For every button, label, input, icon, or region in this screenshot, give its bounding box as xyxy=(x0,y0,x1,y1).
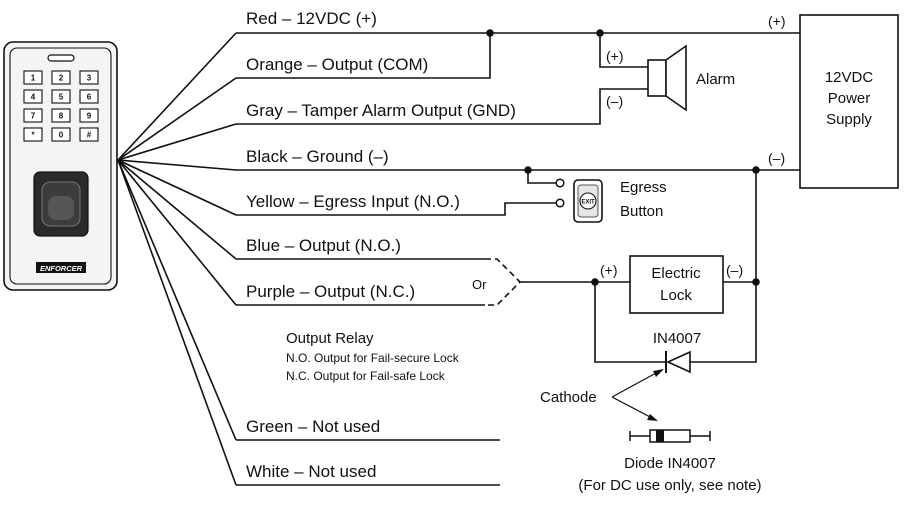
or-label: Or xyxy=(472,277,487,292)
svg-text:0: 0 xyxy=(59,131,64,140)
key-9: 9 xyxy=(79,108,99,123)
svg-text:7: 7 xyxy=(31,112,36,121)
brand-logo: ENFORCER xyxy=(40,264,83,273)
keypad-keys: 1 2 3 4 5 6 7 8 9 * 0 # xyxy=(23,70,99,142)
egress-contacts xyxy=(555,178,565,208)
cathode-label: Cathode xyxy=(540,389,597,406)
key-2: 2 xyxy=(51,70,71,85)
wire-label-red: Red – 12VDC (+) xyxy=(246,9,377,28)
wire-label-blue: Blue – Output (N.O.) xyxy=(246,236,401,255)
lock-minus-return xyxy=(690,170,757,363)
yellow-wire xyxy=(236,202,556,216)
key-6: 6 xyxy=(79,89,99,104)
cathode-arrows xyxy=(611,369,664,421)
key-3: 3 xyxy=(79,70,99,85)
key-8: 8 xyxy=(51,108,71,123)
fingerprint-reader-icon xyxy=(33,171,89,237)
key-1: 1 xyxy=(23,70,43,85)
wire-lines xyxy=(236,32,800,486)
power-supply-plus: (+) xyxy=(768,13,786,29)
svg-text:5: 5 xyxy=(59,93,64,102)
power-supply-minus: (–) xyxy=(768,150,785,166)
diode-note: (For DC use only, see note) xyxy=(578,477,761,494)
alarm-minus: (–) xyxy=(606,93,623,109)
svg-text:9: 9 xyxy=(87,112,92,121)
wire-label-purple: Purple – Output (N.C.) xyxy=(246,282,415,301)
brand-plate xyxy=(36,262,86,273)
wire-labels: Red – 12VDC (+) Orange – Output (COM) Gr… xyxy=(246,9,516,481)
diode-component-icon xyxy=(629,429,711,443)
key-star: * xyxy=(23,127,43,142)
keypad-device: 1 2 3 4 5 6 7 8 9 * 0 # ENFORCER xyxy=(3,41,118,291)
lock-minus: (–) xyxy=(726,262,743,278)
svg-text:8: 8 xyxy=(59,112,64,121)
wire-label-white: White – Not used xyxy=(246,462,376,481)
wire-label-black: Black – Ground (–) xyxy=(246,147,389,166)
svg-text:#: # xyxy=(87,131,92,140)
wire-fanout xyxy=(117,32,237,486)
svg-text:2: 2 xyxy=(59,74,64,83)
diode-label: IN4007 xyxy=(653,330,701,347)
exit-button-icon: EXIT xyxy=(573,179,603,223)
key-5: 5 xyxy=(51,89,71,104)
relay-line2: N.C. Output for Fail-safe Lock xyxy=(286,369,446,383)
gray-wire xyxy=(236,88,648,125)
egress-label-line2: Button xyxy=(620,203,663,220)
diode-left-wire xyxy=(594,282,665,363)
wire-label-yellow: Yellow – Egress Input (N.O.) xyxy=(246,192,460,211)
lock-plus: (+) xyxy=(600,262,618,278)
key-7: 7 xyxy=(23,108,43,123)
orange-wire xyxy=(236,33,491,79)
svg-text:4: 4 xyxy=(31,93,36,102)
diode-part-label: Diode IN4007 xyxy=(624,455,716,472)
output-relay-note: Output Relay N.O. Output for Fail-secure… xyxy=(286,330,460,383)
wire-label-orange: Orange – Output (COM) xyxy=(246,55,428,74)
wire-label-gray: Gray – Tamper Alarm Output (GND) xyxy=(246,101,516,120)
or-selector xyxy=(485,258,522,306)
key-4: 4 xyxy=(23,89,43,104)
alarm-plus: (+) xyxy=(606,48,624,64)
power-supply-line3: Supply xyxy=(826,111,872,128)
key-0: 0 xyxy=(51,127,71,142)
egress-label-line1: Egress xyxy=(620,179,667,196)
svg-text:*: * xyxy=(31,131,35,140)
lock-label-line2: Lock xyxy=(660,287,692,304)
alarm-plus-wire xyxy=(599,33,648,68)
power-supply: 12VDC Power Supply (+) (–) xyxy=(768,13,899,189)
key-hash: # xyxy=(79,127,99,142)
power-supply-line1: 12VDC xyxy=(825,69,874,86)
exit-button-text: EXIT xyxy=(581,200,595,206)
lock-label-line1: Electric xyxy=(651,265,701,282)
junction-dots xyxy=(486,29,760,286)
svg-text:3: 3 xyxy=(87,74,92,83)
relay-title: Output Relay xyxy=(286,330,374,347)
svg-text:1: 1 xyxy=(31,74,36,83)
svg-text:6: 6 xyxy=(87,93,92,102)
alarm-label: Alarm xyxy=(696,71,735,88)
speaker-slot xyxy=(47,54,75,62)
diode-symbol-icon xyxy=(665,350,691,374)
alarm-speaker-icon xyxy=(647,44,687,112)
power-supply-line2: Power xyxy=(828,90,871,107)
relay-line1: N.O. Output for Fail-secure Lock xyxy=(286,351,460,365)
wire-label-green: Green – Not used xyxy=(246,417,380,436)
electric-lock: Electric Lock xyxy=(629,255,724,314)
egress-top-wire xyxy=(527,170,556,184)
